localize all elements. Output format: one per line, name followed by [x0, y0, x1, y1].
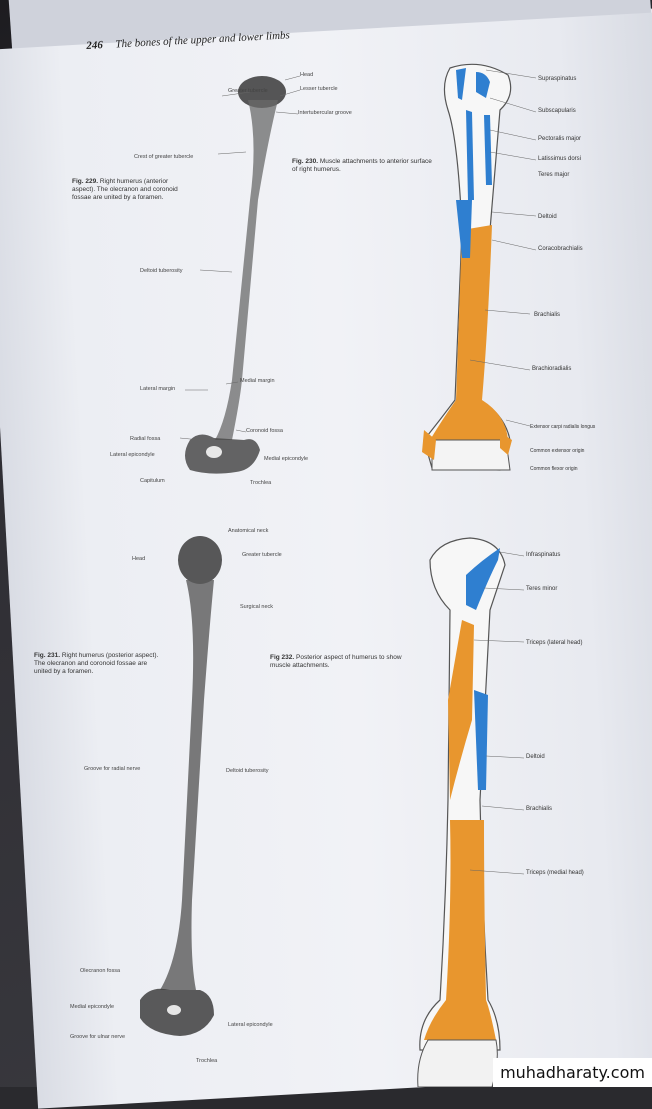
- fig230-caption-text: Muscle attachments to anterior surface o…: [292, 158, 432, 173]
- fig230-label-deltoid: Deltoid: [538, 214, 557, 220]
- fig229-caption-text: Right humerus (anterior aspect). The ole…: [72, 178, 178, 201]
- fig232-caption-text: Posterior aspect of humerus to show musc…: [270, 654, 402, 669]
- fig230-label-common-flexor: Common flexor origin: [530, 466, 578, 472]
- fig232-label-deltoid: Deltoid: [526, 754, 545, 760]
- fig229-label-radial-fossa: Radial fossa: [130, 436, 161, 442]
- fig232-label-teres-minor: Teres minor: [526, 586, 558, 592]
- fig229-label-capitulum: Capitulum: [140, 478, 165, 484]
- fig232-caption-label: Fig 232.: [270, 654, 295, 661]
- fig230-label-coracobrachialis: Coracobrachialis: [538, 246, 583, 252]
- fig229-label-trochlea: Trochlea: [250, 480, 272, 486]
- fig231-caption: Fig. 231. Right humerus (posterior aspec…: [34, 652, 164, 676]
- fig231-label-groove-ulnar: Groove for ulnar nerve: [70, 1034, 126, 1040]
- fig231-label-greater-tubercle: Greater tubercle: [242, 552, 282, 558]
- fig231-label-surgical-neck: Surgical neck: [240, 604, 274, 610]
- fig231-label-head: Head: [132, 556, 146, 562]
- fig229-label-lateral-margin: Lateral margin: [140, 386, 176, 392]
- fig230-label-brachialis: Brachialis: [534, 312, 561, 318]
- fig231-label-lateral-epicondyle: Lateral epicondyle: [228, 1022, 273, 1028]
- fig232-label-brachialis: Brachialis: [526, 806, 553, 812]
- fig231-caption-label: Fig. 231.: [34, 652, 61, 659]
- fig230-caption-label: Fig. 230.: [292, 158, 319, 165]
- fig229-xray-humerus: [185, 76, 286, 474]
- fig231-label-anatomical-neck: Anatomical neck: [228, 528, 269, 534]
- fig229-label-lesser-tubercle: Lesser tubercle: [300, 86, 338, 92]
- fig231-xray-humerus: [140, 536, 222, 1036]
- fig231-caption-text: Right humerus (posterior aspect). The ol…: [34, 652, 159, 675]
- fig231-label-groove-radial: Groove for radial nerve: [84, 766, 141, 772]
- fig232-label-infraspinatus: Infraspinatus: [526, 552, 561, 558]
- leader-lines: [179, 69, 537, 875]
- fig230-label-latissimus-dorsi: Latissimus dorsi: [538, 156, 582, 162]
- fig231-label-olecranon-fossa: Olecranon fossa: [80, 968, 121, 974]
- fig229-label-medial-epicondyle: Medial epicondyle: [264, 456, 309, 462]
- fig229-label-coronoid-fossa: Coronoid fossa: [246, 428, 283, 434]
- fig232-label-triceps-lateral: Triceps (lateral head): [526, 640, 583, 646]
- fig231-label-medial-epicondyle: Medial epicondyle: [70, 1004, 115, 1010]
- fig230-label-brachioradialis: Brachioradialis: [532, 366, 572, 372]
- fig230-label-subscapularis: Subscapularis: [538, 108, 576, 114]
- fig232-caption: Fig 232. Posterior aspect of humerus to …: [270, 654, 410, 670]
- fig229-label-crest: Crest of greater tubercle: [134, 154, 194, 160]
- fig231-label-trochlea: Trochlea: [196, 1058, 218, 1064]
- fig230-diagram: [422, 63, 512, 471]
- fig230-label-pectoralis-major: Pectoralis major: [538, 136, 582, 142]
- fig230-label-ecrl: Extensor carpi radialis longus: [530, 424, 596, 430]
- fig229-label-deltoid-tuberosity: Deltoid tuberosity: [140, 268, 183, 274]
- fig229-label-medial-margin: Medial margin: [240, 378, 275, 384]
- fig231-label-deltoid-tuberosity: Deltoid tuberosity: [226, 768, 269, 774]
- fig230-caption: Fig. 230. Muscle attachments to anterior…: [292, 158, 432, 174]
- fig229-label-intertubercular-groove: Intertubercular groove: [298, 110, 352, 116]
- fig229-label-head: Head: [300, 72, 314, 78]
- fig232-label-triceps-medial: Triceps (medial head): [526, 870, 584, 876]
- fig230-label-teres-major: Teres major: [538, 172, 570, 178]
- fig230-label-common-extensor: Common extensor origin: [530, 448, 585, 454]
- watermark: muhadharaty.com: [493, 1058, 652, 1087]
- fig232-diagram: [417, 537, 506, 1087]
- fig229-caption-label: Fig. 229.: [72, 178, 99, 185]
- fig230-label-supraspinatus: Supraspinatus: [538, 76, 577, 82]
- fig229-label-greater-tubercle: Greater tubercle: [228, 88, 268, 94]
- fig229-caption: Fig. 229. Right humerus (anterior aspect…: [72, 178, 192, 202]
- fig229-label-lateral-epicondyle: Lateral epicondyle: [110, 452, 155, 458]
